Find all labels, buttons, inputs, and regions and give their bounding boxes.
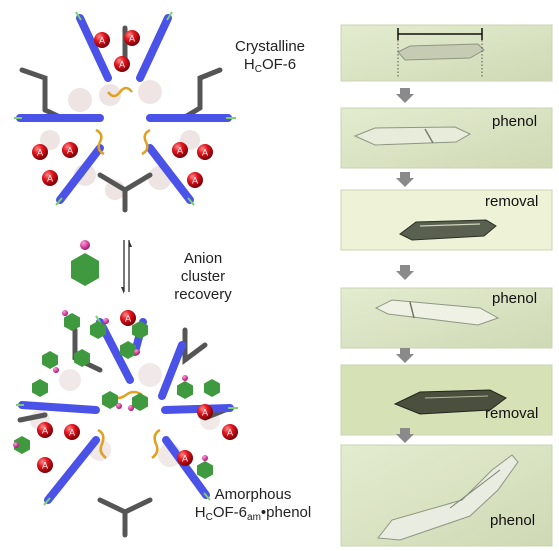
crystalline-label: Crystalline HCOF-6: [215, 38, 325, 79]
amorphous-framework-diagram: A A A A A A A: [13, 310, 238, 538]
crystalline-label-line2: HCOF-6: [243, 56, 297, 75]
photo-label-phenol-3: phenol: [490, 512, 536, 529]
phenol-molecule-icon: [13, 436, 30, 454]
anion-label: A: [99, 36, 105, 46]
phenol-molecule-icon: [120, 341, 140, 359]
anion-label: A: [42, 426, 48, 436]
anion-label: A: [119, 60, 125, 70]
anion-sphere-icon: A: [222, 424, 238, 440]
anion-sphere-icon: A: [37, 422, 53, 438]
phenol-molecule-icon: [204, 379, 220, 397]
equilibrium-arrows: [121, 240, 132, 294]
anion-sphere-icon: A: [124, 30, 140, 46]
anion-sphere-icon: A: [32, 144, 48, 160]
amorphous-label-line1: Amorphous: [214, 486, 292, 503]
micrograph-photo-6: [340, 444, 553, 547]
crystalline-framework-diagram: A A A A A A A A A: [14, 11, 236, 213]
anion-label-line2: cluster: [180, 268, 226, 285]
anion-label: A: [227, 428, 233, 438]
anion-sphere-icon: A: [187, 172, 203, 188]
phenol-molecule-icon: [128, 393, 148, 411]
phenol-molecule-icon: [32, 379, 48, 397]
anion-sphere-icon: A: [64, 424, 80, 440]
micrograph-photo-3: [340, 189, 553, 251]
anion-label: A: [47, 174, 53, 184]
anion-label: A: [192, 176, 198, 186]
phenol-molecule-icon: [71, 240, 99, 286]
anion-label-line3: recovery: [174, 286, 232, 303]
down-arrow-icon: [396, 265, 414, 280]
photo-label-removal-2: removal: [485, 405, 539, 422]
anion-sphere-icon: A: [94, 32, 110, 48]
anion-label: A: [202, 408, 208, 418]
anion-label: A: [129, 34, 135, 44]
anion-label: A: [42, 461, 48, 471]
micrograph-strip: [340, 24, 553, 547]
anion-sphere-icon: A: [197, 404, 213, 420]
anion-sphere-icon: A: [62, 142, 78, 158]
anion-sphere-icon: A: [114, 56, 130, 72]
anion-label: A: [37, 148, 43, 158]
phenol-molecule-icon: [197, 455, 213, 479]
photo-label-removal-1: removal: [485, 193, 539, 210]
anion-label: A: [125, 314, 131, 324]
phenol-molecule-icon: [42, 351, 59, 373]
anion-sphere-icon: A: [177, 450, 193, 466]
anion-sphere-icon: A: [37, 457, 53, 473]
anion-label-line1: Anion: [183, 250, 223, 267]
anion-label: A: [202, 148, 208, 158]
anion-sphere-icon: A: [42, 170, 58, 186]
anion-label: A: [69, 428, 75, 438]
anion-sphere-icon: A: [172, 142, 188, 158]
photo-label-phenol-1: phenol: [492, 113, 538, 130]
crystalline-label-line1: Crystalline: [234, 38, 306, 55]
down-arrow-icon: [396, 172, 414, 187]
amorphous-label: Amorphous HCOF-6am•phenol: [168, 486, 338, 527]
down-arrow-icon: [396, 348, 414, 363]
phenol-molecule-icon: [90, 318, 109, 339]
anion-recovery-label: Anion cluster recovery: [158, 250, 248, 304]
phenol-molecule-icon: [132, 321, 148, 339]
phenol-molecule-icon: [102, 391, 122, 409]
anion-sphere-icon: A: [120, 310, 136, 326]
down-arrow-icon: [396, 428, 414, 443]
down-arrow-icon: [396, 88, 414, 103]
amorphous-label-line2: HCOF-6am•phenol: [194, 504, 312, 523]
phenol-molecule-icon: [74, 349, 90, 367]
anion-label: A: [67, 146, 73, 156]
anion-label: A: [177, 146, 183, 156]
photo-label-phenol-2: phenol: [492, 290, 538, 307]
anion-label: A: [182, 454, 188, 464]
anion-sphere-icon: A: [197, 144, 213, 160]
phenol-molecule-icon: [177, 375, 193, 399]
phenol-molecule-icon: [62, 310, 80, 331]
